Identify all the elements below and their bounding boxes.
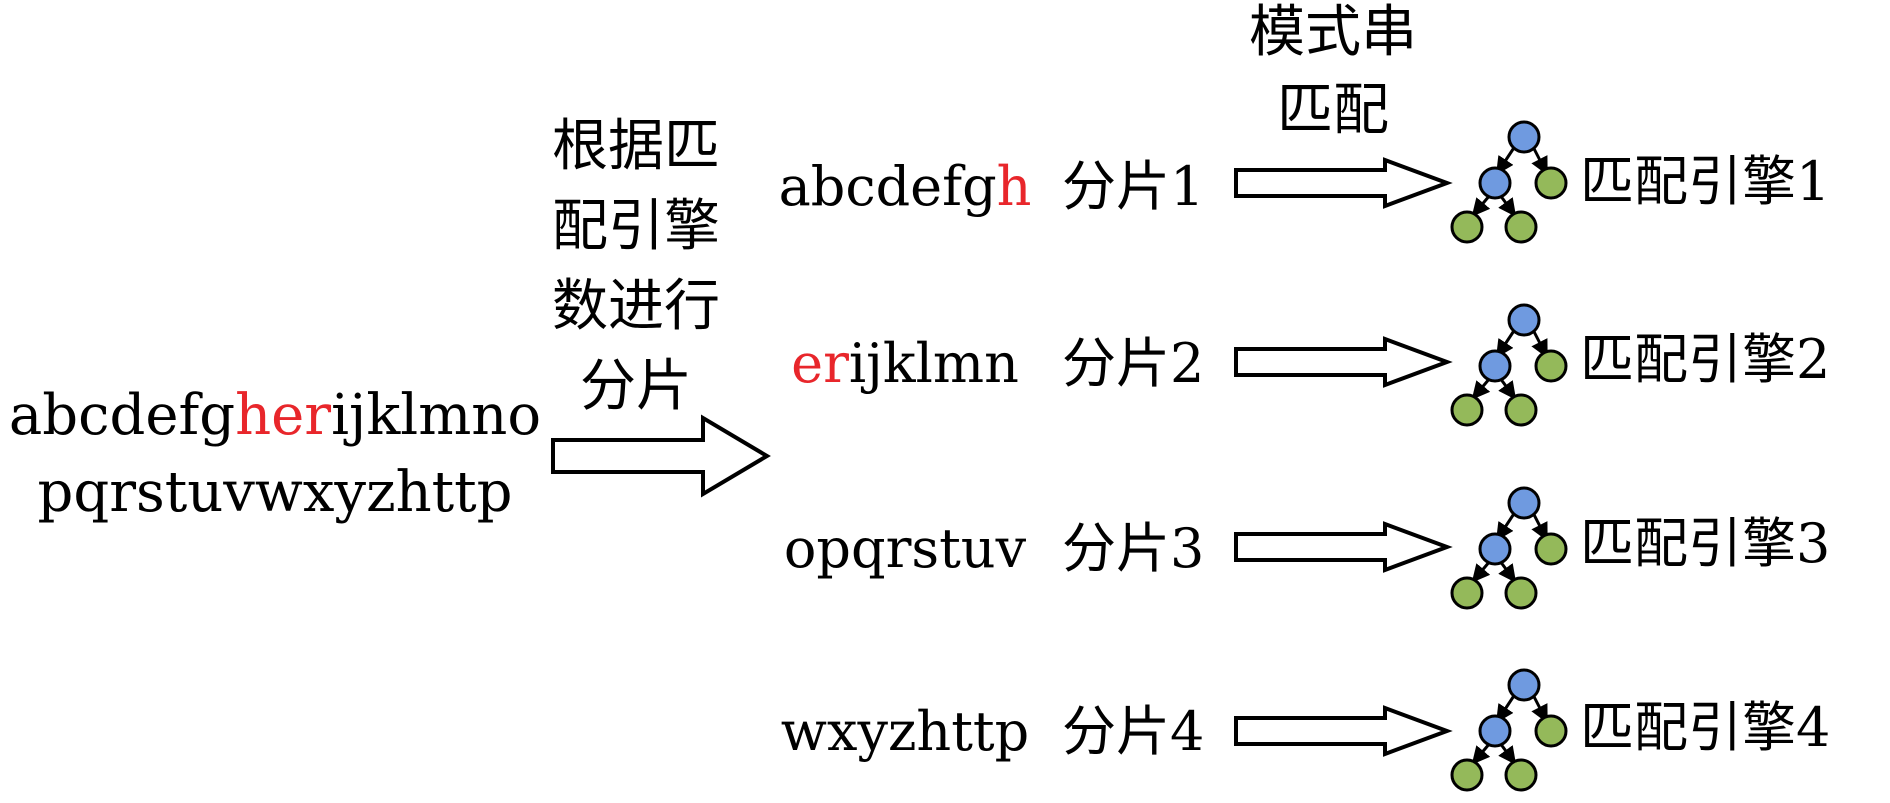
input-text-highlight: her: [235, 383, 332, 448]
tree-graph-icon: [1450, 668, 1568, 792]
engine-label-1: 匹配引擎1: [1580, 150, 1831, 213]
hollow-right-arrow-icon: [1234, 336, 1453, 388]
hollow-right-arrow-icon: [1234, 157, 1453, 209]
shard-label-1: 分片1: [1062, 155, 1205, 218]
hollow-right-arrow-icon: [1234, 521, 1453, 573]
split-label-line-1: 根据匹: [552, 114, 720, 179]
shard-label-2: 分片2: [1062, 332, 1205, 395]
input-string-line-1: abcdefgherijklmno: [0, 383, 550, 449]
match-label-line-2: 匹配: [1277, 78, 1389, 143]
split-label-line-4: 分片: [580, 354, 692, 419]
engine-label-2: 匹配引擎2: [1580, 328, 1831, 391]
tree-graph-icon: [1450, 486, 1568, 610]
shard-text-normal: wxyzhttp: [780, 700, 1030, 763]
shard-text-normal-2: ijklmn: [848, 332, 1019, 395]
shard-label-3: 分片3: [1062, 517, 1205, 580]
engine-label-3: 匹配引擎3: [1580, 512, 1831, 575]
shard-label-4: 分片4: [1062, 700, 1205, 763]
input-text-normal: abcdefg: [8, 383, 236, 448]
shard-text-1: abcdefgh: [740, 155, 1070, 219]
split-label-line-3: 数进行: [552, 274, 720, 339]
split-label-line-2: 配引擎: [552, 194, 720, 259]
engine-label-4: 匹配引擎4: [1580, 696, 1831, 759]
shard-text-normal: abcdefg: [778, 155, 997, 218]
tree-graph-icon: [1450, 120, 1568, 244]
tree-graph-icon: [1450, 303, 1568, 427]
hollow-right-arrow-icon: [551, 414, 771, 498]
hollow-right-arrow-icon: [1234, 705, 1453, 757]
input-text-normal-2: ijklmno: [331, 383, 542, 448]
input-string-line-2: pqrstuvwxyzhttp: [37, 460, 513, 525]
shard-text-2: erijklmn: [740, 332, 1070, 396]
shard-text-highlight: h: [996, 155, 1032, 218]
shard-text-4: wxyzhttp: [740, 700, 1070, 764]
shard-text-3: opqrstuv: [740, 517, 1070, 581]
match-label-line-1: 模式串: [1249, 0, 1417, 65]
shard-text-highlight: er: [791, 332, 849, 395]
shard-text-normal: opqrstuv: [783, 517, 1027, 580]
